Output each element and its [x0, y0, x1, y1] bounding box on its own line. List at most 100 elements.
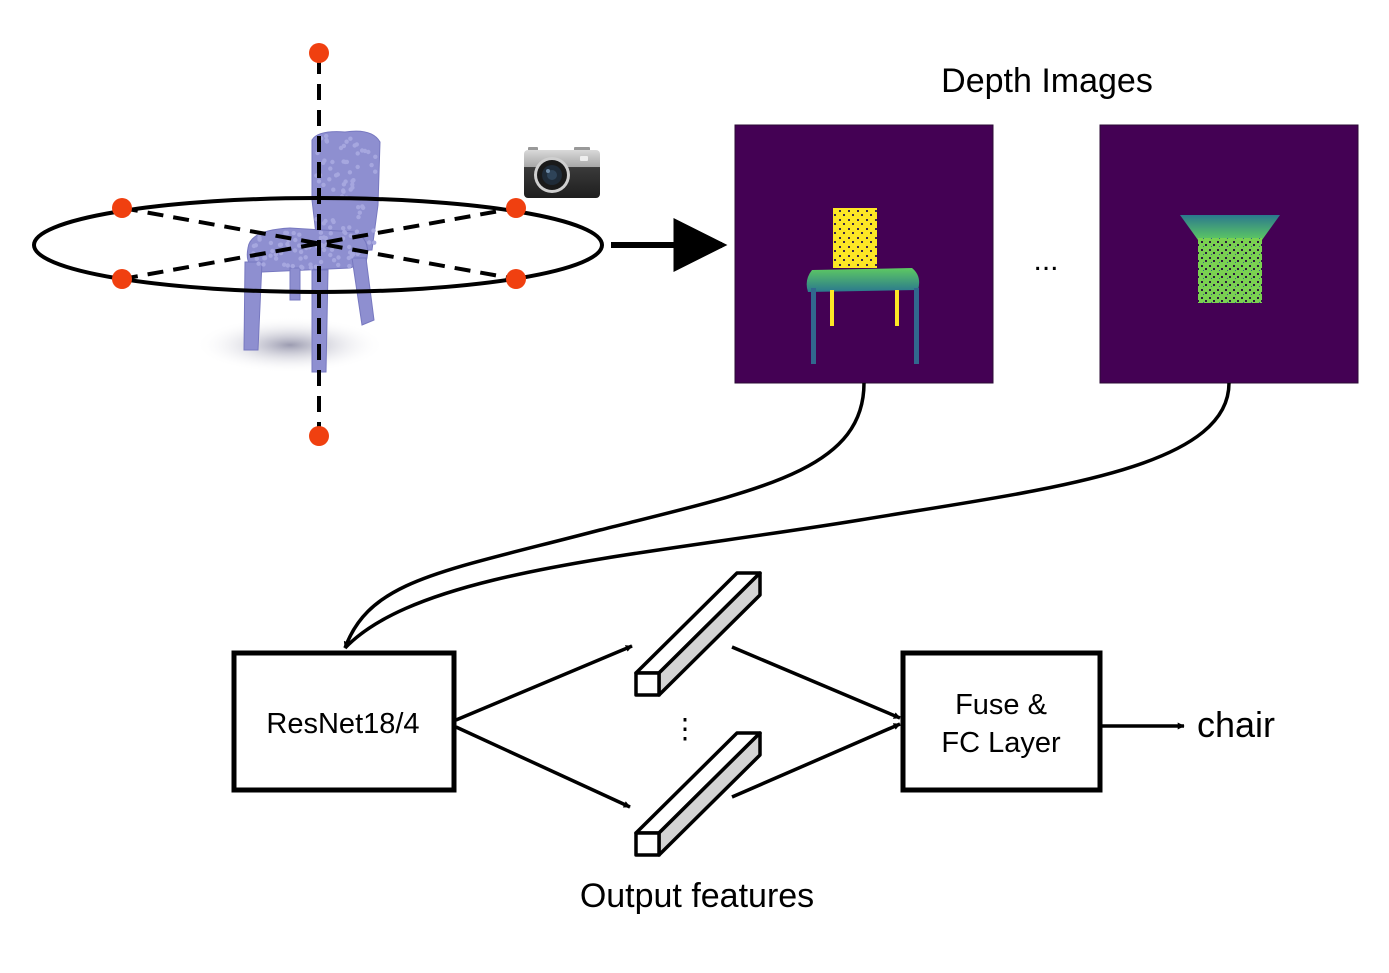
point — [256, 261, 261, 266]
point — [308, 265, 314, 270]
chair-shadow — [195, 317, 385, 373]
point — [291, 230, 296, 236]
point — [270, 248, 275, 254]
point — [352, 143, 357, 148]
point — [372, 240, 377, 245]
views-ellipsis: ... — [1033, 244, 1058, 277]
arrow-to-feature-1 — [455, 644, 633, 722]
fuse-fc-block: Fuse & FC Layer — [900, 650, 1103, 793]
camera-icon — [524, 147, 600, 198]
point — [371, 228, 376, 233]
point — [322, 158, 327, 163]
depth-leg — [895, 290, 899, 326]
arrow-to-feature-n — [455, 725, 631, 809]
point — [351, 178, 356, 183]
point — [278, 242, 284, 247]
arrow-feature-1-to-fuse — [731, 645, 901, 720]
viewpoint-marker — [309, 426, 329, 446]
point — [320, 243, 326, 249]
view-line — [121, 206, 517, 281]
view-line — [121, 206, 517, 281]
point — [330, 159, 335, 165]
point — [343, 179, 348, 184]
point — [355, 151, 360, 156]
point — [328, 166, 333, 171]
depth-leg — [914, 288, 919, 364]
point — [327, 177, 332, 182]
viewpoint-marker — [506, 198, 526, 218]
point — [321, 247, 327, 253]
depth-image-front-view — [734, 124, 994, 384]
point — [369, 162, 374, 168]
point — [329, 247, 335, 252]
point — [251, 243, 257, 249]
point — [357, 210, 362, 215]
point — [328, 252, 333, 258]
point — [348, 136, 353, 141]
point — [323, 235, 328, 241]
viewpoint-marker — [112, 269, 132, 289]
arrow-feature-n-to-fuse — [731, 722, 901, 799]
point — [367, 240, 372, 245]
point — [356, 214, 361, 220]
point — [347, 244, 352, 250]
depth-leg — [811, 288, 816, 364]
output-features-label: Output features — [580, 877, 814, 915]
point — [336, 255, 341, 260]
resnet-block: ResNet18/4 — [231, 650, 457, 793]
point — [254, 256, 259, 261]
point — [360, 204, 365, 209]
depth-images-title: Depth Images — [941, 62, 1153, 100]
point — [348, 233, 353, 238]
point — [318, 259, 324, 265]
features-ellipsis: ⋮ — [671, 713, 699, 744]
point — [343, 159, 348, 165]
point — [285, 263, 290, 268]
point — [303, 255, 308, 260]
point — [343, 230, 348, 236]
point — [355, 251, 360, 257]
depth-backrest — [833, 208, 877, 268]
point — [273, 252, 278, 257]
point — [347, 225, 352, 230]
point — [313, 264, 319, 269]
point — [355, 164, 360, 170]
point — [373, 154, 378, 159]
fuse-label-line2: FC Layer — [941, 727, 1061, 759]
point — [341, 226, 346, 231]
point — [344, 139, 349, 144]
depth-top-body — [1198, 238, 1262, 303]
point — [328, 231, 333, 236]
point — [324, 133, 329, 139]
depth-top-edge — [1180, 215, 1280, 240]
point — [350, 182, 355, 187]
connector-front-view — [343, 382, 866, 649]
point — [336, 262, 341, 268]
point — [328, 225, 333, 230]
feature-vector — [634, 731, 762, 857]
prediction-label: chair — [1197, 704, 1275, 745]
feature-vector — [634, 571, 762, 697]
point — [331, 258, 337, 263]
point — [362, 148, 368, 154]
point — [290, 263, 295, 269]
point — [347, 170, 353, 175]
point — [338, 145, 344, 151]
point — [297, 232, 302, 237]
point — [366, 149, 371, 155]
point — [298, 249, 304, 255]
point — [297, 243, 302, 248]
viewpoint-marker — [309, 43, 329, 63]
point — [347, 263, 352, 269]
point — [282, 262, 287, 267]
depth-leg — [830, 290, 834, 326]
point — [324, 137, 329, 143]
point — [300, 265, 305, 270]
point — [268, 240, 274, 246]
depth-image-top-view — [1099, 124, 1359, 384]
point — [293, 237, 298, 243]
point — [373, 169, 378, 174]
point — [262, 255, 267, 260]
point — [261, 262, 266, 267]
